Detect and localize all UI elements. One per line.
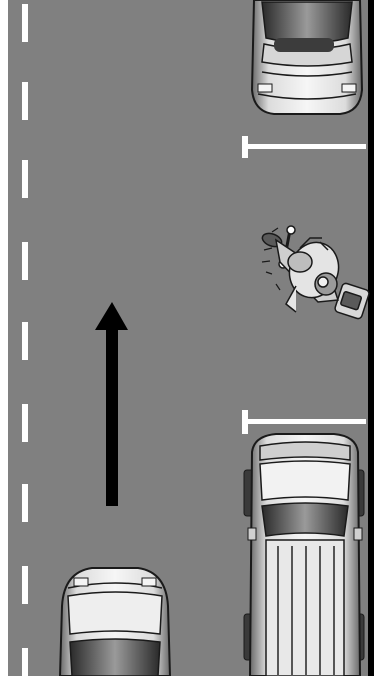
parking-mark-lower [242,410,366,434]
moving-car [58,567,172,676]
road-left-edge [0,0,8,676]
curb-line [368,0,374,676]
lane-dashed-line [22,4,28,676]
motorcycle-with-rider [261,225,370,320]
sidewalk [374,0,384,676]
parked-suv-bottom [243,433,365,676]
parking-mark-upper [242,136,366,158]
parked-car-top [250,0,364,115]
direction-arrow [95,302,128,506]
